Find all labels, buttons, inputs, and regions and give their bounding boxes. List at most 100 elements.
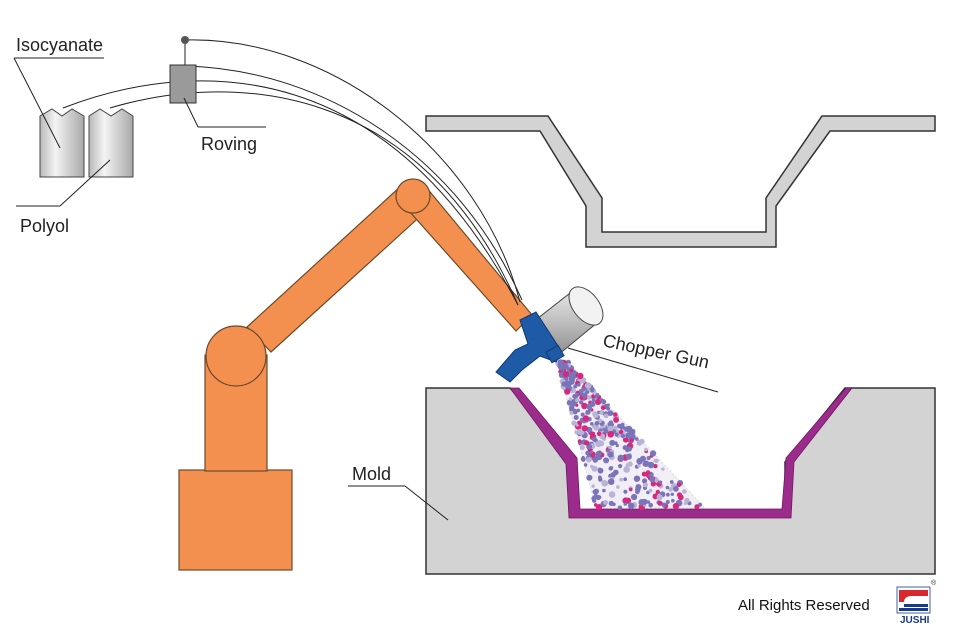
robot-elbow-joint	[395, 178, 431, 214]
roving-box	[169, 64, 197, 104]
spray-particle	[568, 405, 575, 411]
robot-upper-arm	[246, 185, 426, 353]
spray-particle	[591, 484, 595, 488]
robot-shoulder-joint	[205, 325, 267, 387]
spray-particle	[589, 450, 594, 454]
spray-particle	[661, 467, 665, 471]
spray-particle	[585, 390, 590, 395]
spray-particle	[592, 489, 597, 494]
spray-particle	[569, 368, 573, 373]
spray-particle	[593, 424, 600, 431]
spray-particle	[602, 425, 606, 429]
spray-particle	[676, 492, 683, 498]
spray-particle	[625, 497, 632, 504]
spray-particle	[644, 447, 648, 452]
spray-particle	[591, 431, 595, 435]
spray-particle	[594, 421, 600, 426]
spray-particle	[586, 444, 591, 450]
spray-particle	[603, 500, 609, 505]
spray-particle	[625, 432, 632, 439]
spray-particle	[619, 425, 625, 431]
spray-particle	[569, 410, 574, 415]
spray-particle	[607, 425, 614, 432]
spray-particle	[577, 420, 582, 426]
spray-particle	[573, 384, 578, 389]
spray-particle	[595, 393, 600, 398]
spray-particle	[615, 444, 619, 448]
spray-particle	[676, 482, 682, 488]
spray-particle	[648, 488, 653, 493]
spray-particle	[601, 480, 608, 487]
roving-pulley	[181, 36, 189, 44]
leader-roving-pointer	[183, 97, 199, 128]
spray-particle	[625, 448, 629, 453]
spray-particle	[564, 382, 572, 389]
registered-mark: ®	[931, 579, 937, 587]
spray-particle	[595, 494, 601, 501]
spray-particle	[581, 425, 588, 432]
leader-polyol-pointer	[59, 159, 111, 207]
spray-particle	[586, 474, 593, 481]
spray-particle	[631, 493, 638, 501]
spray-particle	[608, 420, 614, 426]
spray-particle	[586, 456, 592, 463]
spray-particle	[672, 503, 680, 510]
spray-particle	[618, 429, 624, 435]
spray-particle	[586, 403, 593, 409]
spray-particle	[627, 461, 633, 467]
leader-isocyanate-pointer	[13, 57, 61, 149]
spray-particle	[694, 504, 700, 510]
spray-particle	[684, 497, 690, 504]
spray-particle	[571, 420, 577, 426]
sprayed-coating-layer	[509, 387, 853, 519]
copyright-text: All Rights Reserved	[738, 597, 870, 614]
feed-hoses	[62, 39, 523, 306]
jushi-logo-text: JUSHI	[900, 615, 930, 626]
spray-particle	[618, 464, 623, 469]
spray-particle	[669, 480, 674, 484]
spray-particle	[661, 502, 667, 508]
spray-particle	[596, 504, 603, 511]
spray-particle	[568, 397, 573, 401]
spray-particle	[640, 455, 646, 462]
spray-particle	[673, 486, 679, 492]
spray-particle	[666, 492, 670, 497]
spray-particle	[599, 398, 604, 403]
spray-particle	[613, 412, 618, 417]
spray-particle	[581, 402, 588, 410]
label-roving: Roving	[201, 134, 257, 154]
spray-particle	[655, 489, 660, 495]
jushi-logo: JUSHI ®	[896, 579, 937, 626]
spray-particles	[555, 359, 703, 511]
spray-particle	[579, 395, 584, 400]
spray-particle	[665, 500, 670, 504]
spray-particle	[658, 480, 663, 484]
spray-particle	[586, 395, 592, 400]
spray-particle	[654, 458, 659, 463]
spray-particle	[622, 437, 629, 443]
spray-particle	[566, 399, 573, 406]
spray-particle	[613, 425, 618, 431]
spray-particle	[646, 500, 651, 504]
spray-particle	[577, 428, 584, 436]
spray-particle	[657, 500, 663, 506]
spray-particle	[613, 469, 619, 476]
spray-particle	[607, 431, 614, 438]
spray-particle	[590, 422, 594, 426]
spray-particle	[581, 387, 586, 392]
spray-particle	[656, 494, 663, 501]
spray-particle	[606, 406, 611, 411]
spray-particle	[623, 466, 630, 473]
spray-particle	[600, 405, 606, 410]
spray-particle	[575, 394, 579, 398]
spray-particle	[579, 400, 584, 405]
label-polyol: Polyol	[20, 216, 69, 236]
spray-particle	[628, 502, 632, 506]
spray-particle	[564, 377, 569, 381]
spray-particle	[592, 412, 599, 419]
spray-particle	[562, 371, 569, 378]
spray-particle	[602, 488, 606, 493]
spray-particle	[671, 498, 675, 503]
spray-particle	[620, 422, 625, 427]
